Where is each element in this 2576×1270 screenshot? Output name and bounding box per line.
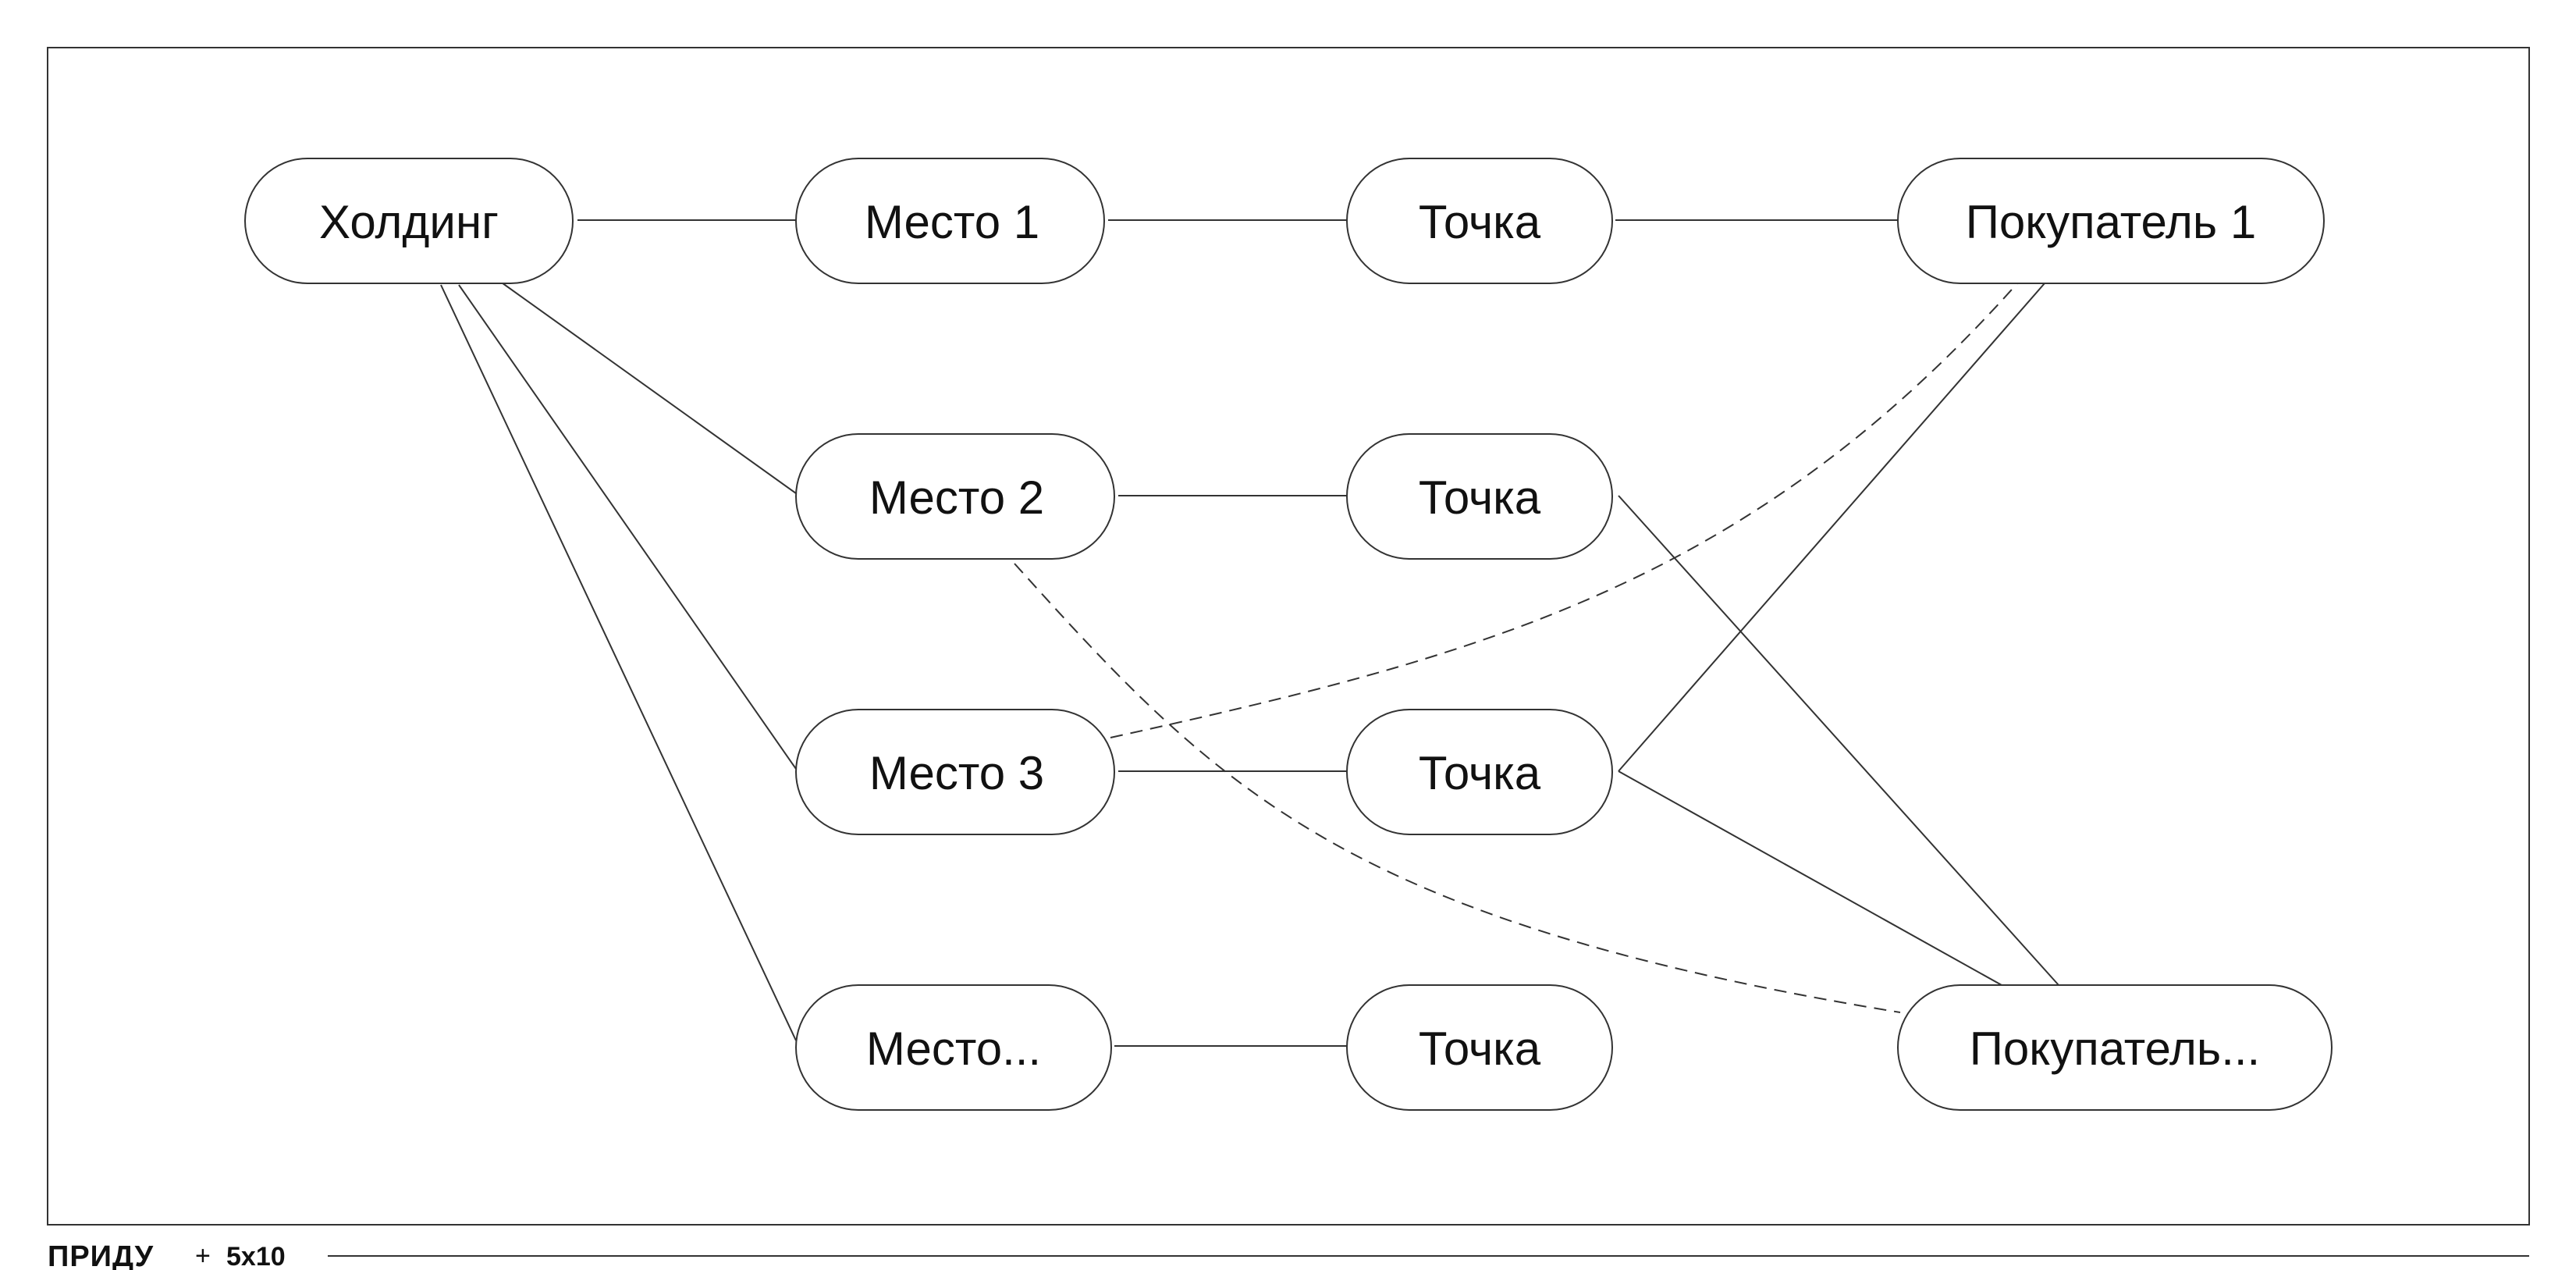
node-buyer-more-label: Покупатель... bbox=[1970, 1023, 2260, 1075]
node-holding-label: Холдинг bbox=[319, 196, 499, 248]
edge-point3-buyer-more bbox=[1618, 770, 2002, 986]
node-place-more: Место... bbox=[795, 984, 1112, 1111]
node-place3-shape bbox=[795, 709, 1115, 835]
node-point2: Точка bbox=[1346, 433, 1613, 560]
node-holding: Холдинг bbox=[244, 158, 574, 284]
edge-holding-place3 bbox=[458, 284, 797, 770]
node-point1: Точка bbox=[1346, 158, 1613, 284]
node-place-more-shape bbox=[795, 984, 1112, 1111]
node-point3-label: Точка bbox=[1419, 747, 1541, 799]
brand-separator: + bbox=[195, 1241, 211, 1270]
node-point3: Точка bbox=[1346, 709, 1613, 835]
node-place2-label: Место 2 bbox=[869, 471, 1044, 524]
edge-place3-buyer1-dashed bbox=[1110, 282, 2019, 738]
node-point1-label: Точка bbox=[1419, 196, 1541, 248]
diagram-frame bbox=[47, 47, 2530, 1226]
edge-holding-place-more bbox=[440, 284, 797, 1041]
node-place1: Место 1 bbox=[795, 158, 1105, 284]
node-point3-shape bbox=[1346, 709, 1613, 835]
brand-logo-text: ПРИДУ bbox=[48, 1240, 154, 1270]
edge-place2-buyer-more-dashed bbox=[1014, 563, 1901, 1013]
edge-point2-buyer-more bbox=[1618, 495, 2059, 986]
node-buyer1-label: Покупатель 1 bbox=[1966, 196, 2256, 248]
node-place2-shape bbox=[795, 433, 1115, 560]
connectors-dashed bbox=[1014, 282, 2019, 1013]
node-buyer-more-shape bbox=[1897, 984, 2333, 1111]
partner-logo-text: 5x10 bbox=[226, 1242, 286, 1270]
node-point4-label: Точка bbox=[1419, 1023, 1541, 1075]
node-place-more-label: Место... bbox=[866, 1023, 1041, 1075]
edge-point3-buyer1 bbox=[1618, 283, 2045, 772]
connectors-solid bbox=[440, 219, 2059, 1047]
node-point2-shape bbox=[1346, 433, 1613, 560]
node-place3: Место 3 bbox=[795, 709, 1115, 835]
node-holding-shape bbox=[244, 158, 574, 284]
node-buyer1: Покупатель 1 bbox=[1897, 158, 2325, 284]
node-point2-label: Точка bbox=[1419, 471, 1541, 524]
edge-holding-place2 bbox=[499, 280, 797, 494]
node-place1-label: Место 1 bbox=[865, 196, 1039, 248]
node-place1-shape bbox=[795, 158, 1105, 284]
node-point1-shape bbox=[1346, 158, 1613, 284]
node-place3-label: Место 3 bbox=[869, 747, 1044, 799]
footer-branding: ПРИДУ + 5x10 bbox=[48, 1240, 2529, 1270]
node-buyer1-shape bbox=[1897, 158, 2325, 284]
node-point4: Точка bbox=[1346, 984, 1613, 1111]
node-buyer-more: Покупатель... bbox=[1897, 984, 2333, 1111]
node-point4-shape bbox=[1346, 984, 1613, 1111]
node-place2: Место 2 bbox=[795, 433, 1115, 560]
